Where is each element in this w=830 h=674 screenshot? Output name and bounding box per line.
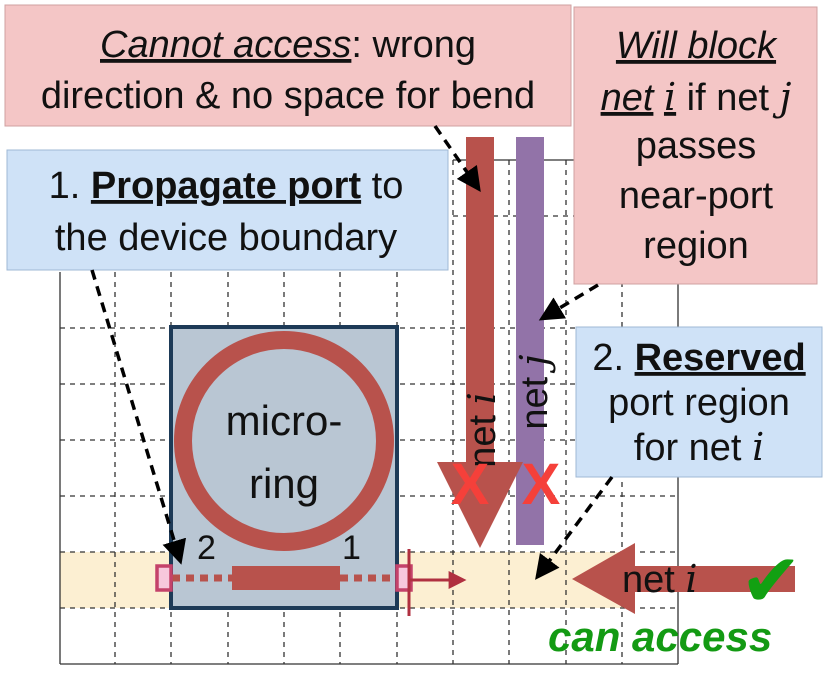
reserved-prefix: 2.	[592, 337, 634, 379]
will-block-line5: region	[643, 225, 749, 267]
blocked-cross-net-j: X	[522, 452, 561, 517]
will-block-line3: passes	[636, 125, 756, 167]
will-block-net-index: i	[664, 75, 676, 119]
propagate-suffix: to	[361, 165, 403, 207]
will-block-line2: net i if net j	[601, 75, 792, 119]
callout-cannot-access-box	[4, 4, 572, 127]
callout-will-block-box	[573, 6, 818, 285]
reserved-line1: 2. Reserved	[592, 337, 805, 379]
reserved-line3-index: i	[752, 425, 764, 469]
callout-propagate-box	[6, 149, 449, 271]
will-block-rest: if net	[676, 77, 780, 119]
microring-ring	[174, 331, 394, 551]
pointer-reserved	[535, 475, 614, 580]
net-i-vertical-route	[437, 137, 523, 548]
will-block-line1: Will block	[616, 25, 778, 67]
propagate-emphasis: Propagate port	[91, 165, 362, 207]
pointer-cannot-access	[433, 125, 481, 193]
net-i-vertical-word: net	[462, 415, 504, 468]
callout-cannot-access-line1: Cannot access: wrong	[100, 24, 476, 66]
port-left-label: 2	[197, 529, 216, 567]
reserved-emphasis: Reserved	[635, 337, 806, 379]
net-i-vertical-label: net i	[460, 392, 504, 468]
port-2-marker	[155, 564, 173, 592]
bus-waveguide	[232, 566, 340, 590]
blocked-cross-net-i: X	[451, 452, 490, 517]
port-right-label: 1	[342, 529, 361, 567]
net-i-horizontal-index: i	[685, 557, 697, 601]
propagate-prefix: 1.	[49, 165, 91, 207]
pointer-propagate	[90, 269, 187, 565]
net-j-vertical-label: net j	[512, 354, 556, 429]
net-i-vertical-index: i	[460, 392, 504, 404]
propagate-line1: 1. Propagate port to	[49, 165, 404, 207]
net-i-horizontal-label: net i	[622, 557, 698, 601]
reserved-line3-text: for net	[634, 427, 752, 469]
device-label-line1: micro-	[226, 397, 343, 444]
cannot-access-emphasis: Cannot access	[100, 24, 351, 66]
callout-reserved-box	[575, 326, 823, 478]
reserved-line3: for net i	[634, 425, 764, 469]
callout-cannot-access-line2: direction & no space for bend	[41, 75, 535, 117]
net-i-horizontal-word: net	[622, 559, 675, 601]
device-label-line2: ring	[249, 460, 319, 507]
success-check-icon: ✔	[740, 539, 802, 622]
net-j-vertical-route	[516, 137, 544, 545]
will-block-line4: near-port	[619, 175, 774, 217]
cannot-access-rest: : wrong	[351, 24, 476, 66]
reserved-line2: port region	[608, 382, 790, 424]
will-block-net-word: net	[601, 77, 655, 119]
net-j-vertical-index: j	[512, 354, 556, 373]
net-i-horizontal-route	[572, 543, 795, 614]
net-j-vertical-word: net	[514, 376, 556, 429]
propagate-line2: the device boundary	[55, 217, 397, 259]
microring-device: micro- ring 2 1	[155, 325, 413, 610]
pointer-will-block	[538, 283, 599, 321]
can-access-text: can access	[548, 613, 772, 660]
